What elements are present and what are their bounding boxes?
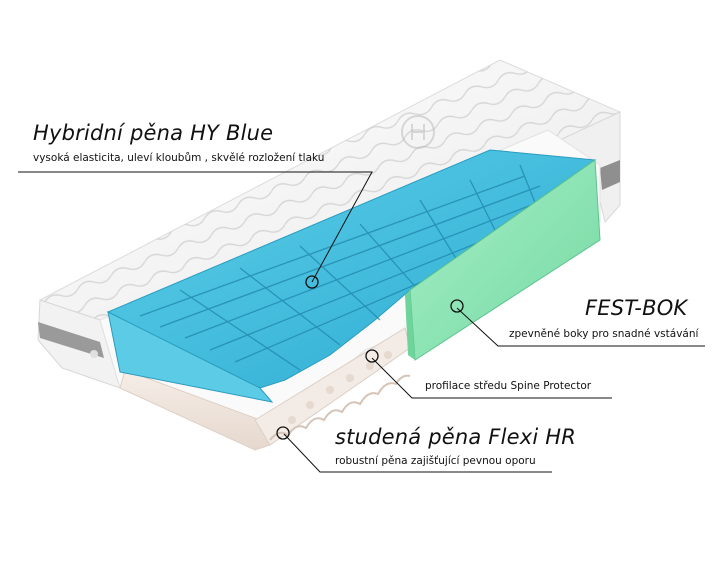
cover-top bbox=[38, 59, 622, 321]
flexi-hr-title: studená pěna Flexi HR bbox=[335, 425, 577, 449]
fest-bok-side bbox=[405, 159, 601, 361]
cover-left-side bbox=[37, 299, 121, 389]
circle-marker-icon bbox=[365, 349, 379, 363]
callout-markers bbox=[276, 275, 464, 440]
fest-bok-subtitle: zpevněné boky pro snadné vstávání bbox=[509, 328, 699, 340]
circle-marker-icon bbox=[305, 275, 319, 289]
side-band-right bbox=[600, 160, 620, 190]
circle-marker-icon bbox=[450, 299, 464, 313]
leader-lines bbox=[18, 171, 705, 473]
spine-protector-subtitle: profilace středu Spine Protector bbox=[425, 380, 592, 392]
hybrid-foam-title: Hybridní pěna HY Blue bbox=[33, 121, 274, 145]
flexi-hr-subtitle: robustní pěna zajišťující pevnou oporu bbox=[335, 455, 536, 467]
leader-festbok bbox=[456, 307, 705, 347]
leader-profile bbox=[371, 357, 612, 399]
circle-marker-icon bbox=[276, 426, 290, 440]
label-dot-icon bbox=[90, 350, 98, 358]
logo-emblem-icon bbox=[401, 115, 435, 149]
leader-hybrid bbox=[18, 171, 373, 283]
leader-flexi bbox=[283, 433, 552, 473]
hybrid-foam-subtitle: vysoká elasticita, uleví kloubům , skvěl… bbox=[33, 152, 325, 164]
fest-bok-title: FEST-BOK bbox=[585, 296, 688, 320]
side-band-left bbox=[38, 322, 104, 358]
